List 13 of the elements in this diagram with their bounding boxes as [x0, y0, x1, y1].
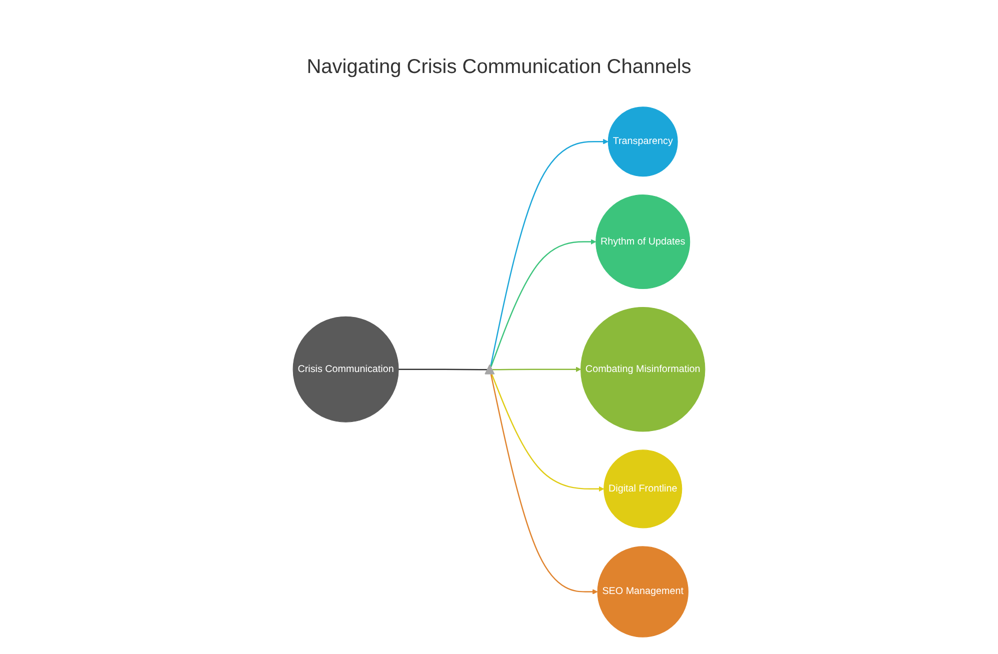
node-circle: Combating Misinformation	[580, 306, 706, 432]
node-circle: SEO Management	[597, 546, 688, 637]
node-circle: Digital Frontline	[604, 449, 682, 528]
arrow	[491, 374, 604, 492]
node-circle: Crisis Communication	[292, 316, 399, 422]
arrow	[492, 366, 582, 372]
arrow	[490, 138, 608, 366]
connector	[398, 368, 488, 370]
diagram-title: Navigating Crisis Communication Channels	[306, 56, 692, 79]
node-circle: Transparency	[608, 106, 678, 176]
arrow	[490, 238, 596, 367]
node-circle: Rhythm of Updates	[596, 194, 690, 289]
arrow	[490, 374, 598, 594]
